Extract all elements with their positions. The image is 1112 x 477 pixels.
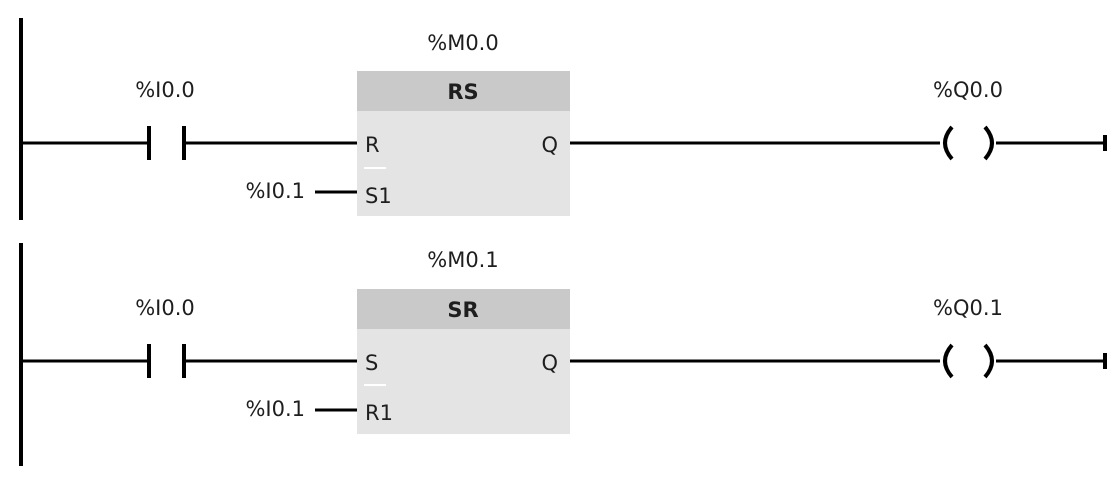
rung-1: %I0.0 %M0.0 RS R S1 Q %I0.1 %Q0.0 xyxy=(21,31,1107,216)
contact-address-label: %I0.0 xyxy=(135,296,195,320)
block-pin-top-input: R xyxy=(365,133,380,157)
bottom-input-address-label: %I0.1 xyxy=(245,397,305,421)
sr-function-block[interactable] xyxy=(357,289,570,434)
normally-open-contact[interactable] xyxy=(21,344,357,378)
contact-address-label: %I0.0 xyxy=(135,78,195,102)
block-address-label: %M0.0 xyxy=(427,31,498,55)
output-coil[interactable] xyxy=(943,343,1107,379)
output-coil[interactable] xyxy=(943,125,1107,161)
normally-open-contact[interactable] xyxy=(21,126,357,160)
rung-2: %I0.0 %M0.1 SR S R1 Q %I0.1 %Q0.1 xyxy=(21,248,1107,434)
block-pin-bottom-input: R1 xyxy=(365,401,393,425)
block-type-label: SR xyxy=(447,298,478,322)
rs-function-block[interactable] xyxy=(357,71,570,216)
block-pin-bottom-input: S1 xyxy=(365,184,392,208)
block-pin-top-input: S xyxy=(365,351,378,375)
coil-address-label: %Q0.0 xyxy=(933,78,1003,102)
bottom-input-address-label: %I0.1 xyxy=(245,179,305,203)
block-pin-output: Q xyxy=(541,133,558,157)
block-type-label: RS xyxy=(447,80,478,104)
block-pin-output: Q xyxy=(541,351,558,375)
coil-address-label: %Q0.1 xyxy=(933,296,1003,320)
block-address-label: %M0.1 xyxy=(427,248,498,272)
